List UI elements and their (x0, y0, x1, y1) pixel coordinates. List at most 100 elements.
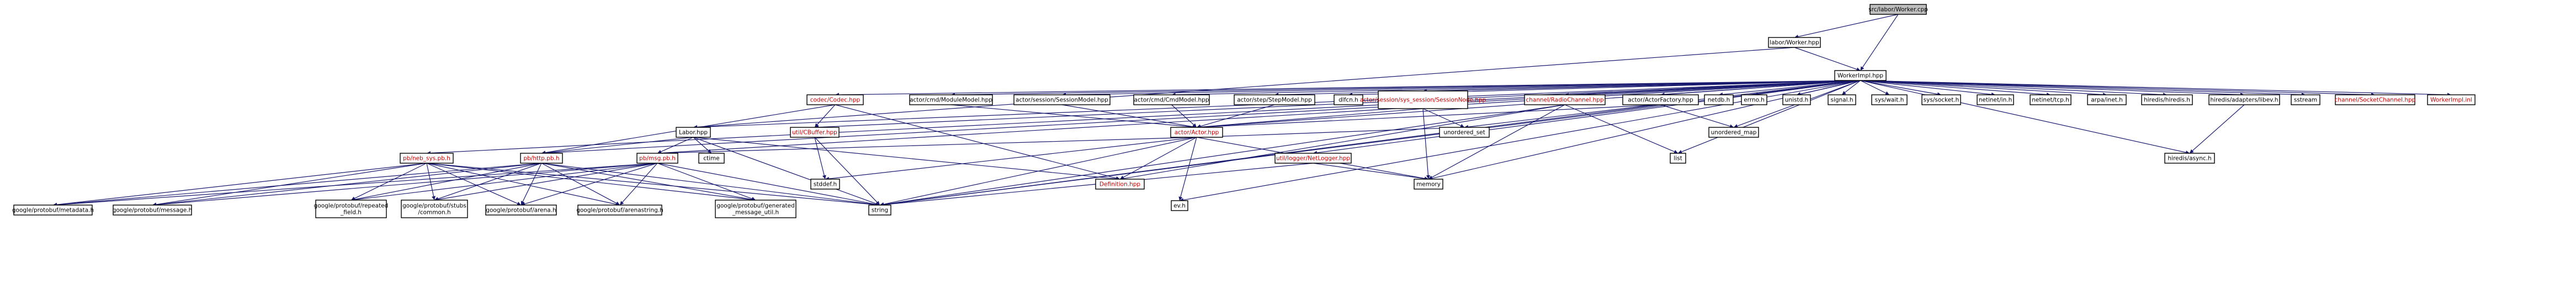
edge-wimpl-to-hiasync (1860, 80, 2190, 154)
node-lworker[interactable]: labor/Worker.hpp (1768, 37, 1821, 48)
node-wimplinl[interactable]: WorkerImpl.inl (2427, 94, 2476, 105)
node-definition[interactable]: Definition.hpp (1095, 179, 1145, 190)
edge-msgpb-to-gprep (351, 163, 658, 202)
node-label: signal.h (1830, 97, 1853, 104)
node-errno: errno.h (1741, 94, 1767, 105)
node-label: string (872, 207, 888, 214)
node-label: unordered_map (1711, 130, 1757, 136)
node-label: ev.h (1173, 203, 1186, 209)
node-label: google/protobuf/metadata.h (12, 207, 94, 214)
node-cbuffer[interactable]: util/CBuffer.hpp (790, 127, 840, 138)
node-label: google/protobuf/arenastring.h (576, 207, 663, 214)
node-arpa: arpa/inet.h (2087, 94, 2127, 105)
node-unordset: unordered_set (1439, 127, 1490, 138)
node-syswait: sys/wait.h (1871, 94, 1908, 105)
node-stddef: stddef.h (810, 179, 840, 190)
edge-msgpb-to-gparenastr (620, 163, 658, 205)
node-label: actor/cmd/CmdModel.hpp (1134, 97, 1209, 104)
edge-wimpl-to-httppb (541, 80, 1861, 155)
edge-wimpl-to-syswait (1860, 80, 1889, 95)
node-label: WorkerImpl.hpp (1837, 73, 1884, 79)
node-actorhpp[interactable]: actor/Actor.hpp (1170, 127, 1223, 138)
edge-actorhpp-to-stddef (825, 137, 1197, 181)
node-label: src/labor/Worker.cpp (1868, 7, 1928, 13)
edge-root-to-lworker (1794, 14, 1899, 39)
node-httppb[interactable]: pb/http.pb.h (520, 153, 563, 164)
node-label: google/protobuf/stubs (402, 203, 466, 209)
node-label: actor/ActorFactory.hpp (1628, 97, 1693, 104)
node-stepm[interactable]: actor/step/StepModel.hpp (1234, 94, 1315, 105)
edge-actorhpp-to-string (880, 137, 1197, 206)
node-msgpb[interactable]: pb/msg.pb.h (636, 153, 678, 164)
node-label: google/protobuf/repeated (314, 203, 389, 209)
node-syssock: sys/socket.h (1921, 94, 1961, 105)
node-hiasync: hiredis/async.h (2164, 153, 2215, 164)
node-root: src/labor/Worker.cpp (1868, 4, 1928, 15)
edge-lworker-to-wimpl (1794, 47, 1861, 71)
node-label: hiredis/hiredis.h (2144, 97, 2190, 104)
node-gpmeta: google/protobuf/metadata.h (12, 205, 94, 216)
node-label: netdb.h (1708, 97, 1730, 104)
node-hilibev: hiredis/adapters/libev.h (2208, 94, 2280, 105)
node-label: actor/session/SessionModel.hpp (1016, 97, 1108, 104)
node-gpgen: google/protobuf/generated_message_util.h (715, 200, 796, 218)
edge-httppb-to-gparenastr (541, 163, 620, 205)
node-unordmap: unordered_map (1708, 127, 1759, 138)
node-gpstubs: google/protobuf/stubs/common.h (401, 200, 468, 218)
node-netdb: netdb.h (1704, 94, 1734, 105)
node-gpmsg: google/protobuf/message.h (113, 205, 193, 216)
edge-laborhpp-to-definition (693, 137, 1120, 181)
node-sessm[interactable]: actor/session/SessionModel.hpp (1013, 94, 1111, 105)
node-label: pb/http.pb.h (523, 155, 559, 162)
node-gprep: google/protobuf/repeated_field.h (314, 200, 389, 218)
node-label: ctime (703, 155, 720, 162)
node-netlogger[interactable]: util/logger/NetLogger.hpp (1274, 153, 1352, 164)
edge-laborhpp-to-ctime (693, 137, 711, 153)
node-list: list (1670, 153, 1686, 164)
edge-afactory-to-unordmap (1660, 104, 1734, 128)
edge-cmdm-to-actorhpp (1171, 104, 1197, 127)
node-label: /common.h (418, 209, 450, 216)
node-label: util/logger/NetLogger.hpp (1276, 155, 1350, 162)
edge-layer (53, 14, 2451, 207)
node-wimpl[interactable]: WorkerImpl.hpp (1834, 70, 1887, 81)
node-socketch[interactable]: channel/SocketChannel.hpp (2335, 94, 2416, 105)
edge-wimpl-to-list (1678, 80, 1861, 154)
edge-httppb-to-gparena (520, 163, 542, 205)
node-gparena: google/protobuf/arena.h (485, 205, 557, 216)
node-label: hiredis/adapters/libev.h (2210, 97, 2278, 104)
node-label: unordered_set (1443, 130, 1485, 136)
node-string: string (868, 205, 891, 216)
node-label: actor/Actor.hpp (1175, 130, 1219, 136)
node-label: _message_util.h (732, 209, 779, 216)
node-label: util/CBuffer.hpp (792, 130, 837, 136)
node-modulem[interactable]: actor/cmd/ModuleModel.hpp (909, 94, 993, 105)
node-label: pb/neb_sys.pb.h (403, 155, 450, 162)
edge-root-to-wimpl (1860, 14, 1899, 71)
edge-nebsys-to-gparena (426, 163, 521, 206)
edge-radio-to-list (1564, 104, 1678, 154)
edge-actorhpp-to-evh (1178, 137, 1197, 201)
node-label: google/protobuf/generated (716, 203, 795, 209)
node-label: labor/Worker.hpp (1770, 40, 1819, 46)
node-afactory[interactable]: actor/ActorFactory.hpp (1622, 94, 1699, 105)
node-cmdm[interactable]: actor/cmd/CmdModel.hpp (1133, 94, 1210, 105)
node-radio[interactable]: channel/RadioChannel.hpp (1524, 94, 1606, 105)
node-laborhpp[interactable]: Labor.hpp (676, 127, 711, 138)
node-label: google/protobuf/arena.h (486, 207, 556, 214)
node-nebsys[interactable]: pb/neb_sys.pb.h (400, 153, 454, 164)
node-label: WorkerImpl.inl (2430, 97, 2472, 104)
node-label: channel/RadioChannel.hpp (1526, 97, 1603, 104)
node-label: stddef.h (814, 181, 837, 188)
node-label: sstream (2294, 97, 2317, 104)
node-evh: ev.h (1171, 200, 1188, 211)
node-sessnode[interactable]: actor/session/sys_session/SessionNode.hp… (1360, 90, 1486, 109)
edge-cbuffer-to-stddef (814, 137, 826, 179)
node-unistd: unistd.h (1782, 94, 1811, 105)
node-label: codec/Codec.hpp (810, 97, 861, 104)
node-codec[interactable]: codec/Codec.hpp (806, 94, 864, 105)
node-label: actor/session/sys_session/SessionNode.hp… (1360, 97, 1486, 104)
node-label: google/protobuf/message.h (113, 207, 193, 214)
node-label: dlfcn.h (1339, 97, 1358, 104)
